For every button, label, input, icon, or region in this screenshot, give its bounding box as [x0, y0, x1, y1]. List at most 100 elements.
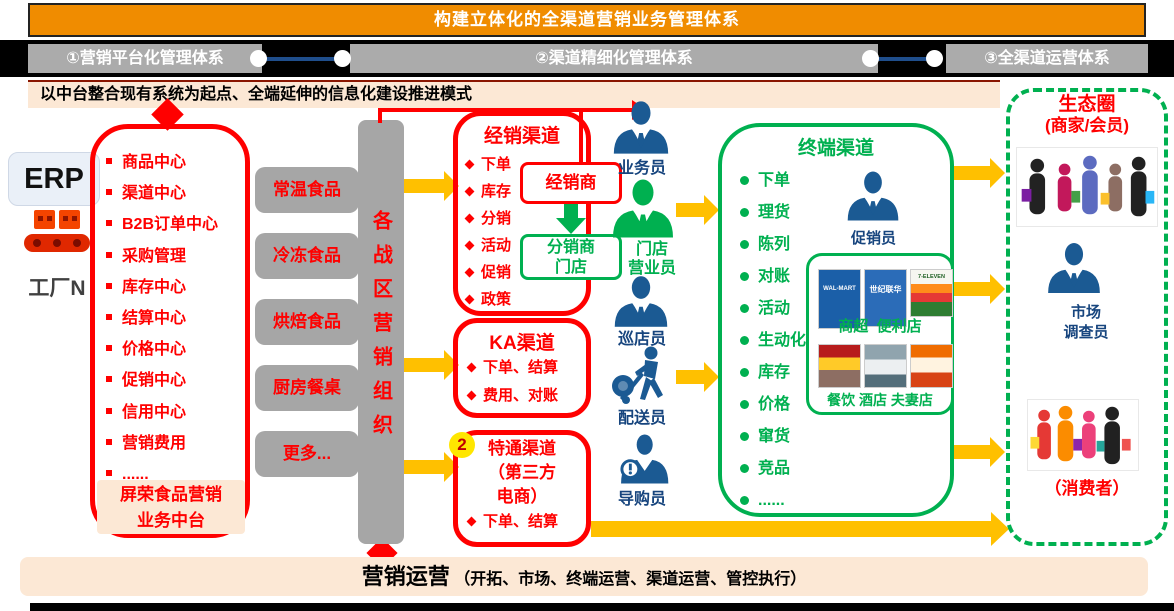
ecosystem-box [1006, 88, 1168, 546]
terminal-item: 活动 [740, 298, 806, 330]
arrow-terminal-to-merchants [954, 158, 1005, 188]
merchants-photo [1016, 147, 1158, 227]
nav-connector-line [874, 57, 936, 61]
special-list: 下单、结算 [468, 512, 558, 539]
terminal-list: 下单 理货 陈列 对账 活动 生动化 库存 价格 窜货 竞品 ...... [740, 170, 806, 522]
arrow-to-ka [404, 350, 459, 380]
product-tab-ambient: 常温食品 [255, 167, 359, 213]
footer-bar: 营销运营 （开拓、市场、终端运营、渠道运营、管控执行） [20, 557, 1148, 596]
store-photo-hotel [864, 344, 907, 388]
nav-connector-line [262, 57, 342, 61]
platform-item: 渠道中心 [106, 183, 242, 214]
nav-connector-dot [862, 50, 879, 67]
product-tab-bakery: 烘焙食品 [255, 299, 359, 345]
ecosystem-title: 生态圈 (商家/会员) [1006, 94, 1168, 136]
product-tab-more: 更多... [255, 431, 359, 477]
store-photo-row1: WAL-MART 世纪联华 7-ELEVEN [818, 269, 953, 329]
ecosystem-title-line2: (商家/会员) [1044, 116, 1130, 135]
erp-box: ERP [8, 152, 100, 206]
ka-item: 下单、结算 [468, 358, 558, 386]
distribution-item: 促销 [466, 263, 511, 290]
nav-item-omni: ③全渠道运营体系 [946, 44, 1148, 73]
product-tab-frozen: 冷冻食品 [255, 233, 359, 279]
nav-connector-dot [334, 50, 351, 67]
dealer-down-arrowhead [556, 218, 586, 234]
researcher-icon [1046, 243, 1102, 293]
org-bar: 各战区营销组织 [358, 120, 404, 544]
guide-label: 导购员 [617, 491, 666, 508]
substore-line2: 门店 [554, 259, 587, 276]
store-photo-row2 [818, 344, 953, 388]
distribution-title: 经销渠道 [483, 126, 560, 147]
platform-item: 结算中心 [106, 308, 242, 339]
store-clerk-line1: 门店 [635, 241, 668, 258]
distribution-list: 下单 库存 分销 活动 促销 政策 [466, 155, 511, 317]
terminal-item: 库存 [740, 362, 806, 394]
guide-icon [616, 434, 670, 484]
special-title: 特通渠道 （第三方 电商） [453, 437, 591, 509]
nav-item-platform: ①营销平台化管理体系 [28, 44, 262, 73]
store-photo-restaurant [818, 344, 861, 388]
patrol-label: 巡店员 [617, 331, 666, 348]
researcher-line2: 调查员 [1063, 324, 1109, 341]
distribution-item: 库存 [466, 182, 511, 209]
footer-title: 营销运营 [361, 564, 450, 589]
terminal-item: 竞品 [740, 458, 806, 490]
banner-title: 构建立体化的全渠道营销业务管理体系 [28, 3, 1146, 37]
org-bar-label: 各战区营销组织 [369, 210, 392, 448]
special-item: 下单、结算 [468, 512, 558, 539]
store-photo-momandpop [910, 344, 953, 388]
consumers-photo [1027, 399, 1139, 471]
patrol-icon [613, 276, 669, 327]
arrow-ka-to-terminal [676, 362, 719, 392]
delivery-icon [610, 345, 674, 405]
platform-item: 库存中心 [106, 277, 242, 308]
ka-item: 费用、对账 [468, 386, 558, 414]
special-title-line1: 特通渠道 [488, 439, 556, 458]
substore-line1: 分销商 [546, 239, 595, 256]
platform-caption: 屏荣食品营销 业务中台 [97, 480, 245, 534]
terminal-item: ...... [740, 490, 806, 522]
promoter-label: 促销员 [850, 230, 896, 247]
distribution-item: 活动 [466, 236, 511, 263]
terminal-item: 理货 [740, 202, 806, 234]
promoter-icon [846, 171, 900, 221]
platform-item: 营销费用 [106, 433, 242, 464]
platform-item: 价格中心 [106, 339, 242, 370]
platform-item: ...... [106, 464, 242, 495]
store-clerk-label: 门店 营业员 [616, 240, 688, 278]
arrow-to-special [404, 452, 459, 482]
platform-item: B2B订单中心 [106, 214, 242, 245]
salesman-label: 业务员 [617, 160, 666, 177]
ka-list: 下单、结算 费用、对账 [468, 358, 558, 414]
arrow-special-to-ecosystem [591, 512, 1009, 546]
store-clerk-icon [611, 179, 675, 238]
salesman-icon [612, 101, 670, 154]
terminal-title: 终端渠道 [797, 138, 874, 159]
special-title-line3: 电商） [496, 487, 548, 506]
distribution-item: 分销 [466, 209, 511, 236]
store-photo-seven-eleven: 7-ELEVEN [910, 269, 953, 317]
store-photo-century-mart: 世纪联华 [864, 269, 907, 327]
platform-item: 商品中心 [106, 152, 242, 183]
arrow-distribution-to-terminal [676, 195, 719, 225]
bottom-strip [30, 603, 1174, 611]
special-box [453, 430, 591, 547]
special-title-line2: （第三方 [488, 463, 556, 482]
platform-box [90, 124, 250, 538]
ka-box [453, 318, 591, 418]
red-connector-stub [378, 108, 382, 123]
product-tab-kitchen: 厨房餐桌 [255, 365, 359, 411]
distribution-item: 政策 [466, 290, 511, 317]
arrow-to-distribution [404, 171, 459, 201]
factory-icon [22, 208, 92, 270]
researcher-line1: 市场 [1070, 304, 1101, 321]
arrow-to-researcher [954, 274, 1005, 304]
ka-title: KA渠道 [489, 333, 555, 354]
dealer-box: 经销商 [520, 162, 622, 204]
arrow-terminal-to-consumers [954, 437, 1005, 467]
researcher-label: 市场 调查员 [1032, 300, 1140, 346]
terminal-item: 价格 [740, 394, 806, 426]
footer-detail: （开拓、市场、终端运营、渠道运营、管控执行） [454, 571, 807, 588]
